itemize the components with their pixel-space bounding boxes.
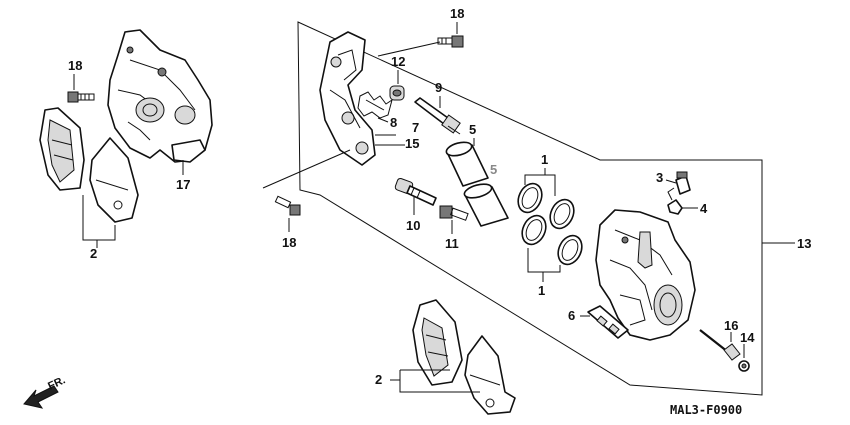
callout-17: 17 <box>176 177 190 192</box>
callout-18-c: 18 <box>282 235 296 250</box>
pad-retainer-6 <box>587 305 629 339</box>
brake-pads-2-bottom <box>412 299 516 415</box>
callout-6: 6 <box>568 308 575 323</box>
callout-8: 8 <box>390 115 397 130</box>
piston-5 <box>445 141 509 227</box>
piston-seals-1 <box>517 182 583 266</box>
callout-18-a: 18 <box>68 58 82 73</box>
callout-1-b: 1 <box>538 283 545 298</box>
callout-1-a: 1 <box>541 152 548 167</box>
callout-7: 7 <box>412 120 419 135</box>
callout-13: 13 <box>797 236 811 251</box>
pin-9 <box>414 97 461 135</box>
callout-5: 5 <box>469 122 476 137</box>
callout-18-b: 18 <box>450 6 464 21</box>
callout-12: 12 <box>391 54 405 69</box>
callout-4: 4 <box>700 201 708 216</box>
callout-2-b: 2 <box>375 372 382 387</box>
callout-16: 16 <box>724 318 738 333</box>
caliper-body-13 <box>595 209 696 341</box>
callout-10: 10 <box>406 218 420 233</box>
front-direction-arrow: FR. <box>23 374 67 409</box>
front-direction-label: FR. <box>46 374 67 392</box>
bolt-11 <box>439 205 469 221</box>
pad-spring-8 <box>357 91 393 119</box>
bolt-18-top <box>437 35 464 48</box>
diagram-code: MAL3-F0900 <box>670 403 742 417</box>
callout-14: 14 <box>740 330 755 345</box>
callout-9: 9 <box>435 80 442 95</box>
bolt-18-bottom <box>274 195 301 216</box>
bolt-18-left <box>67 91 95 103</box>
plug-14 <box>738 360 750 372</box>
caliper-bracket-17 <box>107 29 213 163</box>
boot-12 <box>389 85 405 101</box>
callout-2-a: 2 <box>90 246 97 261</box>
callout-11: 11 <box>445 236 459 251</box>
brake-pads-2-left <box>39 107 139 223</box>
assembly-outline <box>297 21 763 396</box>
bleed-valve-3 <box>675 171 691 195</box>
callout-3: 3 <box>656 170 663 185</box>
pad-pin-16 <box>699 329 741 361</box>
callout-15: 15 <box>405 136 419 151</box>
bleed-cap-4 <box>667 187 683 215</box>
support-bracket <box>319 31 376 166</box>
callout-5-b: 5 <box>490 162 497 177</box>
pin-10 <box>394 177 437 206</box>
